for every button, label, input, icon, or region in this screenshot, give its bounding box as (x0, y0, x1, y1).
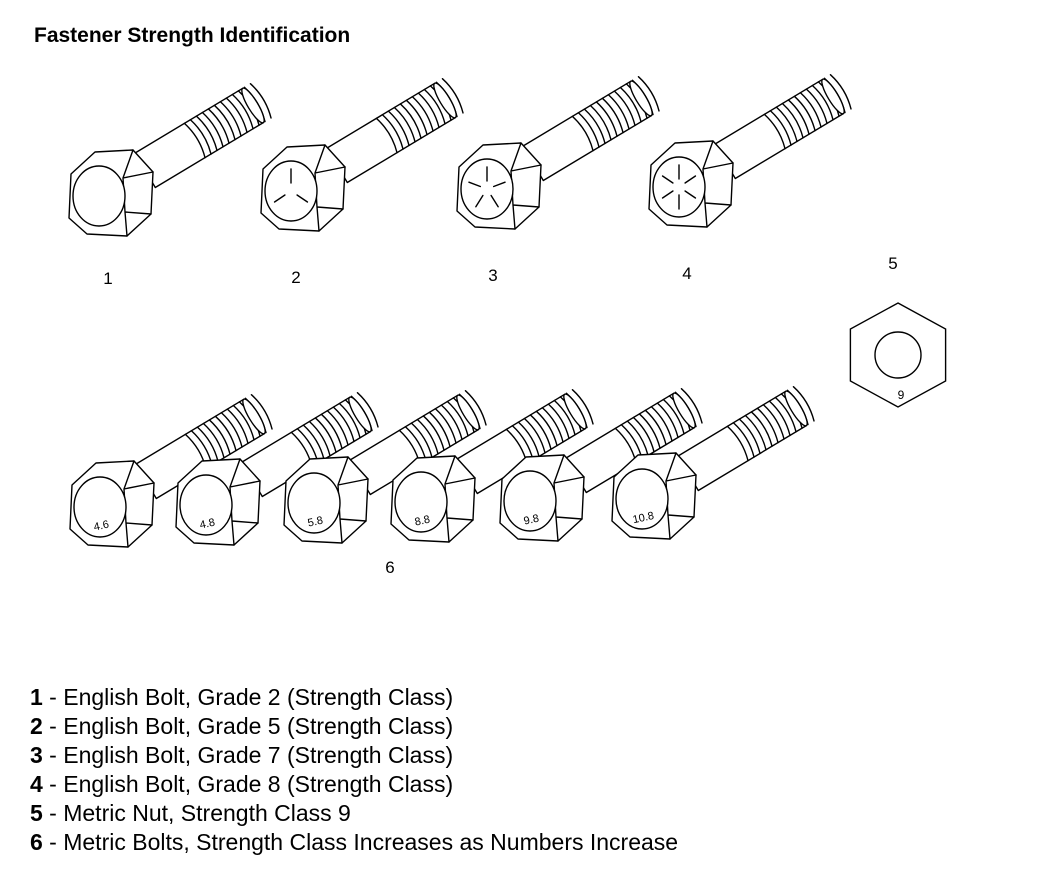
legend-item: 6 - Metric Bolts, Strength Class Increas… (30, 828, 678, 857)
metric-bolt-marking: 4.6 (93, 519, 110, 534)
legend-item-number: 2 (30, 713, 43, 739)
legend-item-text: - Metric Nut, Strength Class 9 (42, 800, 351, 826)
nut-bore (874, 331, 922, 379)
head-marking-line (475, 194, 484, 208)
legend-item-text: - English Bolt, Grade 2 (Strength Class) (42, 684, 454, 710)
metric-bolt-10-8: 10.8 (611, 385, 815, 540)
bolts-layer: 4.6 4.8 5.8 8.8 9.8 10.8 (68, 73, 852, 548)
callout-2: 2 (291, 268, 300, 287)
callout-4: 4 (682, 264, 691, 283)
head-marking-line (490, 194, 499, 208)
nut-marking: 9 (898, 388, 905, 402)
legend-item-text: - English Bolt, Grade 7 (Strength Class) (42, 742, 454, 768)
head-marking-line (684, 190, 697, 199)
metric-bolt-9-8: 9.8 (499, 387, 703, 542)
metric-bolt-marking: 10.8 (632, 510, 655, 526)
legend-item: 1 - English Bolt, Grade 2 (Strength Clas… (30, 683, 678, 712)
head-marking-line (661, 190, 674, 199)
metric-bolt-8-8: 8.8 (390, 388, 594, 543)
callout-5: 5 (888, 254, 897, 273)
english-bolt-2 (260, 77, 464, 232)
head-marking-line (273, 194, 286, 203)
legend-item: 2 - English Bolt, Grade 5 (Strength Clas… (30, 712, 678, 741)
metric-bolt-marking: 4.8 (199, 517, 216, 532)
legend-item-text: - Metric Bolts, Strength Class Increases… (42, 829, 679, 855)
callout-3: 3 (488, 266, 497, 285)
nut-hex-outline (849, 302, 947, 408)
legend-item: 5 - Metric Nut, Strength Class 9 (30, 799, 678, 828)
legend-item-number: 3 (30, 742, 43, 768)
diagram-title: Fastener Strength Identification (34, 24, 351, 47)
head-marking-line (661, 175, 674, 184)
head-marking-line (684, 175, 697, 184)
callout-6: 6 (385, 558, 394, 577)
legend-item: 4 - English Bolt, Grade 8 (Strength Clas… (30, 770, 678, 799)
legend-item: 3 - English Bolt, Grade 7 (Strength Clas… (30, 741, 678, 770)
metric-bolt-marking: 9.8 (523, 513, 540, 528)
legend-item-text: - English Bolt, Grade 8 (Strength Class) (42, 771, 454, 797)
metric-bolt-5-8: 5.8 (283, 389, 487, 544)
legend-item-number: 5 (30, 800, 43, 826)
head-marking-line (492, 181, 506, 188)
english-bolt-4 (648, 73, 852, 228)
fastener-illustration: 4.6 4.8 5.8 8.8 9.8 10.8 9 1 2 3 4 5 6 (68, 73, 947, 577)
english-bolt-1 (68, 82, 272, 237)
legend-item-text: - English Bolt, Grade 5 (Strength Class) (42, 713, 454, 739)
callout-labels: 1 2 3 4 5 6 (103, 254, 897, 577)
metric-bolt-marking: 5.8 (307, 515, 324, 530)
metric-bolt-4-8: 4.8 (175, 391, 379, 546)
legend-list: 1 - English Bolt, Grade 2 (Strength Clas… (30, 683, 678, 857)
english-bolt-3 (456, 75, 660, 230)
head-marking-line (468, 181, 482, 188)
metric-nut: 9 (849, 302, 947, 408)
legend-item-number: 4 (30, 771, 43, 797)
callout-1: 1 (103, 269, 112, 288)
legend-item-number: 1 (30, 684, 43, 710)
legend-item-number: 6 (30, 829, 43, 855)
head-marking-line (296, 194, 309, 203)
metric-bolt-marking: 8.8 (414, 514, 431, 529)
